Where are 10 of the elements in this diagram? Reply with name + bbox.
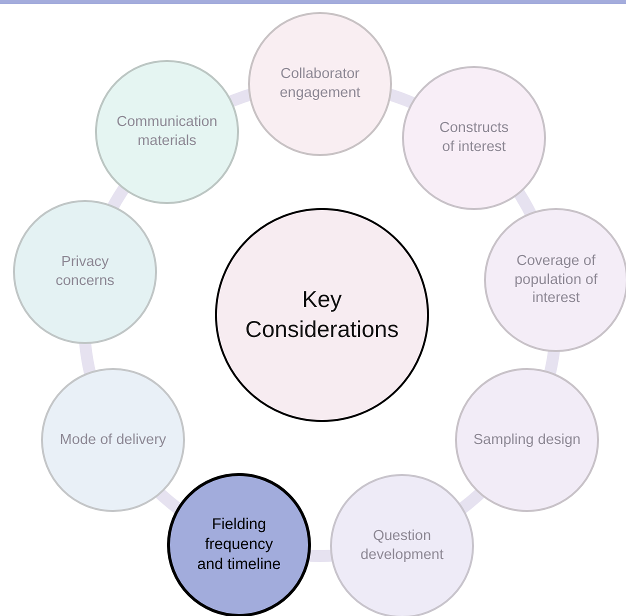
node-label: Mode of delivery xyxy=(60,430,166,450)
node-label: Fielding frequency and timeline xyxy=(196,514,282,576)
node-label: Constructs of interest xyxy=(438,119,510,157)
node-label: Privacy concerns xyxy=(54,253,116,291)
node-label: Key Considerations xyxy=(244,285,400,344)
node-label: Collaborator engagement xyxy=(278,65,362,103)
node-label: Communication materials xyxy=(116,113,218,151)
node-label: Coverage of population of interest xyxy=(513,252,599,308)
node-label: Question development xyxy=(359,527,445,565)
node-label: Sampling design xyxy=(473,430,581,450)
